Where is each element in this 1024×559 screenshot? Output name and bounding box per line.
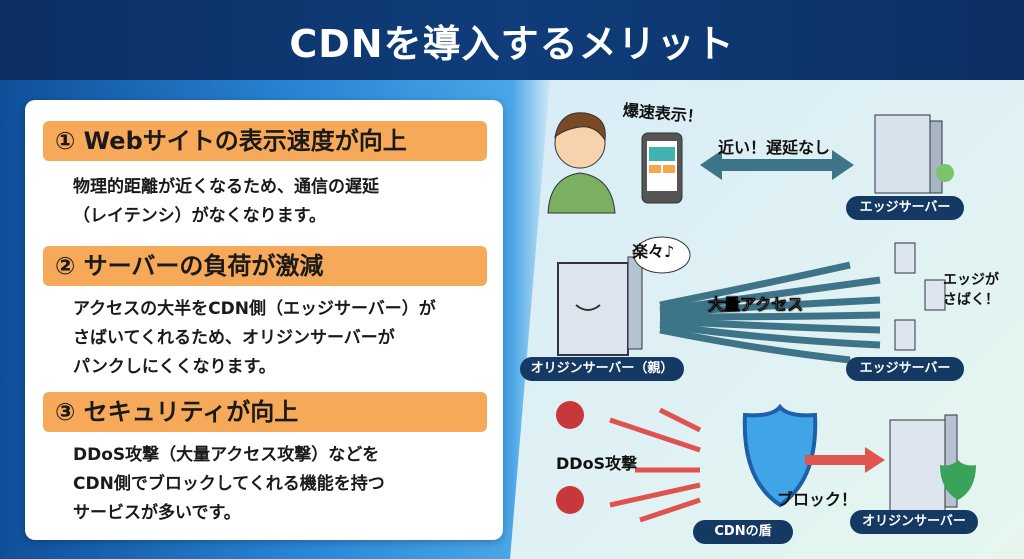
benefit-body-1: 物理的距離が近くなるため、通信の遅延 （レイテンシ）がなくなります。 bbox=[73, 177, 379, 226]
diagram-load bbox=[557, 236, 946, 364]
shield-icon bbox=[742, 403, 818, 508]
speech-bubble bbox=[633, 236, 691, 274]
edge-handles-label: エッジが さばく！ bbox=[943, 272, 999, 308]
user-icon bbox=[547, 112, 616, 214]
page-title: CDNを導入するメリット bbox=[289, 21, 735, 66]
cdn-shield-label: CDNの盾 bbox=[693, 520, 793, 544]
near-no-latency-label: 近い！遅延なし bbox=[718, 138, 831, 157]
mass-access-label: 大量アクセス bbox=[708, 295, 804, 315]
benefits-card: ① Webサイトの表示速度が向上 物理的距離が近くなるため、通信の遅延 （レイテ… bbox=[25, 100, 503, 540]
benefit-body-2: アクセスの大半をCDN側（エッジサーバー）が さばいてくれるため、オリジンサーバ… bbox=[73, 299, 436, 377]
speech-text: 楽々♪ bbox=[632, 242, 675, 261]
edge-server-icons bbox=[894, 242, 946, 351]
benefit-heading-3: ③ セキュリティが向上 bbox=[43, 392, 487, 432]
building-icon bbox=[874, 114, 954, 194]
double-arrow-icon bbox=[700, 150, 854, 180]
skull-icons bbox=[556, 401, 584, 514]
edge-server-label-2: エッジサーバー bbox=[846, 357, 964, 381]
block-arrow bbox=[805, 447, 885, 473]
diagram-speed bbox=[547, 112, 954, 214]
diagram-security bbox=[556, 401, 976, 523]
origin-server-icon bbox=[557, 256, 643, 356]
attack-arrows bbox=[609, 407, 702, 523]
header: CDNを導入するメリット bbox=[0, 0, 1024, 80]
benefit-body-3: DDoS攻撃（大量アクセス攻撃）などを CDN側でブロックしてくれる機能を持つ … bbox=[73, 445, 385, 523]
protected-server-icon bbox=[889, 414, 976, 513]
origin-server-label: オリジンサーバー bbox=[850, 510, 978, 534]
ddos-attack-label: DDoS攻撃 bbox=[556, 454, 638, 473]
benefit-heading-1: ① Webサイトの表示速度が向上 bbox=[43, 121, 487, 161]
origin-parent-label: オリジンサーバー（親） bbox=[520, 357, 684, 381]
fan-arrows bbox=[659, 261, 881, 364]
benefit-heading-2: ② サーバーの負荷が激減 bbox=[43, 246, 487, 286]
smartphone-icon bbox=[641, 132, 683, 204]
block-label: ブロック！ bbox=[777, 490, 858, 509]
edge-server-label: エッジサーバー bbox=[846, 196, 964, 220]
